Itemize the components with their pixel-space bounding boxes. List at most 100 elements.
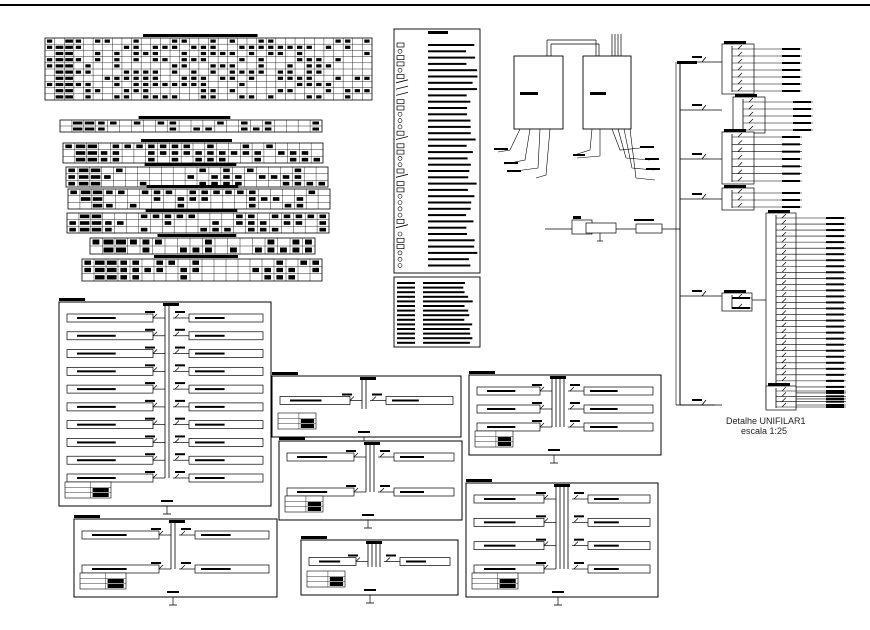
table-cell-text xyxy=(207,151,214,155)
circuit-label xyxy=(195,477,225,479)
circuit-label xyxy=(782,69,800,71)
notes-code-text xyxy=(397,323,415,326)
branch-breaker xyxy=(781,392,787,397)
feeder-breaker xyxy=(701,290,707,297)
cable-label xyxy=(640,146,654,148)
table-cell-text xyxy=(258,58,264,62)
load-label xyxy=(77,423,116,426)
table-cell-text xyxy=(287,76,293,80)
table-cell-text xyxy=(85,95,91,99)
circuit-box xyxy=(587,517,651,527)
table-cell-text xyxy=(200,58,207,62)
circuit-label xyxy=(793,122,811,124)
load-label xyxy=(487,408,516,410)
legend-description-text xyxy=(428,132,471,135)
circuit-label xyxy=(201,568,231,570)
table-cell-text xyxy=(220,51,226,56)
circuit-label xyxy=(782,83,800,85)
circuit-box xyxy=(188,473,264,483)
table-cell-text xyxy=(171,95,178,99)
branch-breaker xyxy=(573,494,579,500)
legend-symbol xyxy=(396,61,405,67)
table-cell-text xyxy=(153,197,161,201)
panel-1-label xyxy=(520,92,538,95)
table-cell-text xyxy=(65,144,72,149)
notes-code-text xyxy=(397,305,415,307)
circuit-label xyxy=(826,325,844,328)
ground-label xyxy=(161,500,173,502)
circuit-label xyxy=(826,223,844,226)
table-cell-text xyxy=(229,51,235,56)
legend-symbol xyxy=(397,206,403,212)
breaker-label xyxy=(536,538,546,541)
table-cell-text xyxy=(107,260,117,265)
breaker-label xyxy=(175,364,185,367)
table-title-bar xyxy=(146,185,239,188)
legend-description-text xyxy=(428,170,470,172)
notes-code-text xyxy=(397,337,415,340)
legend-symbol xyxy=(397,67,403,73)
branch-breaker xyxy=(781,249,787,255)
legend-description-text xyxy=(428,81,473,84)
circuit-label xyxy=(826,343,844,346)
branch-breaker xyxy=(573,564,579,570)
table-cell-text xyxy=(239,95,245,99)
circuit-label xyxy=(732,297,750,299)
circuit-label xyxy=(195,370,225,373)
breaker-label xyxy=(175,382,185,385)
table-cell-text xyxy=(110,121,117,125)
table-cell-text xyxy=(260,197,268,201)
table-cell-text xyxy=(95,267,105,273)
circuit-label xyxy=(793,108,811,110)
table-cell-text xyxy=(270,175,278,179)
table-cell-text xyxy=(272,197,280,201)
table-cell-text xyxy=(306,58,312,62)
table-cell-text xyxy=(46,64,53,68)
table-cell-text xyxy=(114,95,120,99)
table-cell-text xyxy=(153,190,161,195)
breaker-label xyxy=(175,471,185,473)
table-cell-text xyxy=(95,51,101,56)
circuit-label xyxy=(826,319,844,322)
branch-breaker xyxy=(180,564,186,570)
table-cell-text xyxy=(80,190,91,195)
table-cell-text xyxy=(181,76,187,80)
legend-description-text xyxy=(428,119,471,122)
table-cell-text xyxy=(223,181,230,186)
circuit-label xyxy=(195,441,225,444)
table-cell-text xyxy=(354,76,360,80)
notes-code-text xyxy=(397,286,415,289)
bus-label xyxy=(550,376,566,379)
circuit-label xyxy=(594,521,619,524)
branch-breaker xyxy=(152,384,158,390)
table-cell-text xyxy=(143,51,149,56)
table-cell-text xyxy=(210,45,216,49)
branch-breaker xyxy=(174,349,180,354)
table-cell-text xyxy=(148,157,155,162)
table-cell-text xyxy=(159,151,167,155)
table-cell-text xyxy=(79,221,90,225)
branch-breaker xyxy=(543,541,549,546)
table-cell-text xyxy=(192,267,199,273)
table-cell-text xyxy=(165,190,173,195)
diagram-frame xyxy=(271,375,462,438)
summary-table-value xyxy=(300,424,315,428)
table-cell-text xyxy=(75,144,86,149)
branch-breaker xyxy=(152,455,158,461)
branch-breaker xyxy=(158,530,164,536)
breaker-label xyxy=(574,492,584,494)
legend-description-text xyxy=(428,62,467,65)
circuit-label xyxy=(590,426,618,428)
table-cell-text xyxy=(164,214,172,219)
table-cell-text xyxy=(114,82,120,87)
load-label xyxy=(77,370,116,373)
table-title-bar xyxy=(141,139,232,142)
branch-breaker xyxy=(737,72,743,78)
table-cell-text xyxy=(239,58,245,62)
table-cell-text xyxy=(248,95,255,99)
table-cell-text xyxy=(287,70,293,74)
table-cell-text xyxy=(46,45,53,49)
branch-breaker xyxy=(174,402,180,408)
branch-breaker xyxy=(353,452,359,458)
table-cell-text xyxy=(75,45,82,49)
